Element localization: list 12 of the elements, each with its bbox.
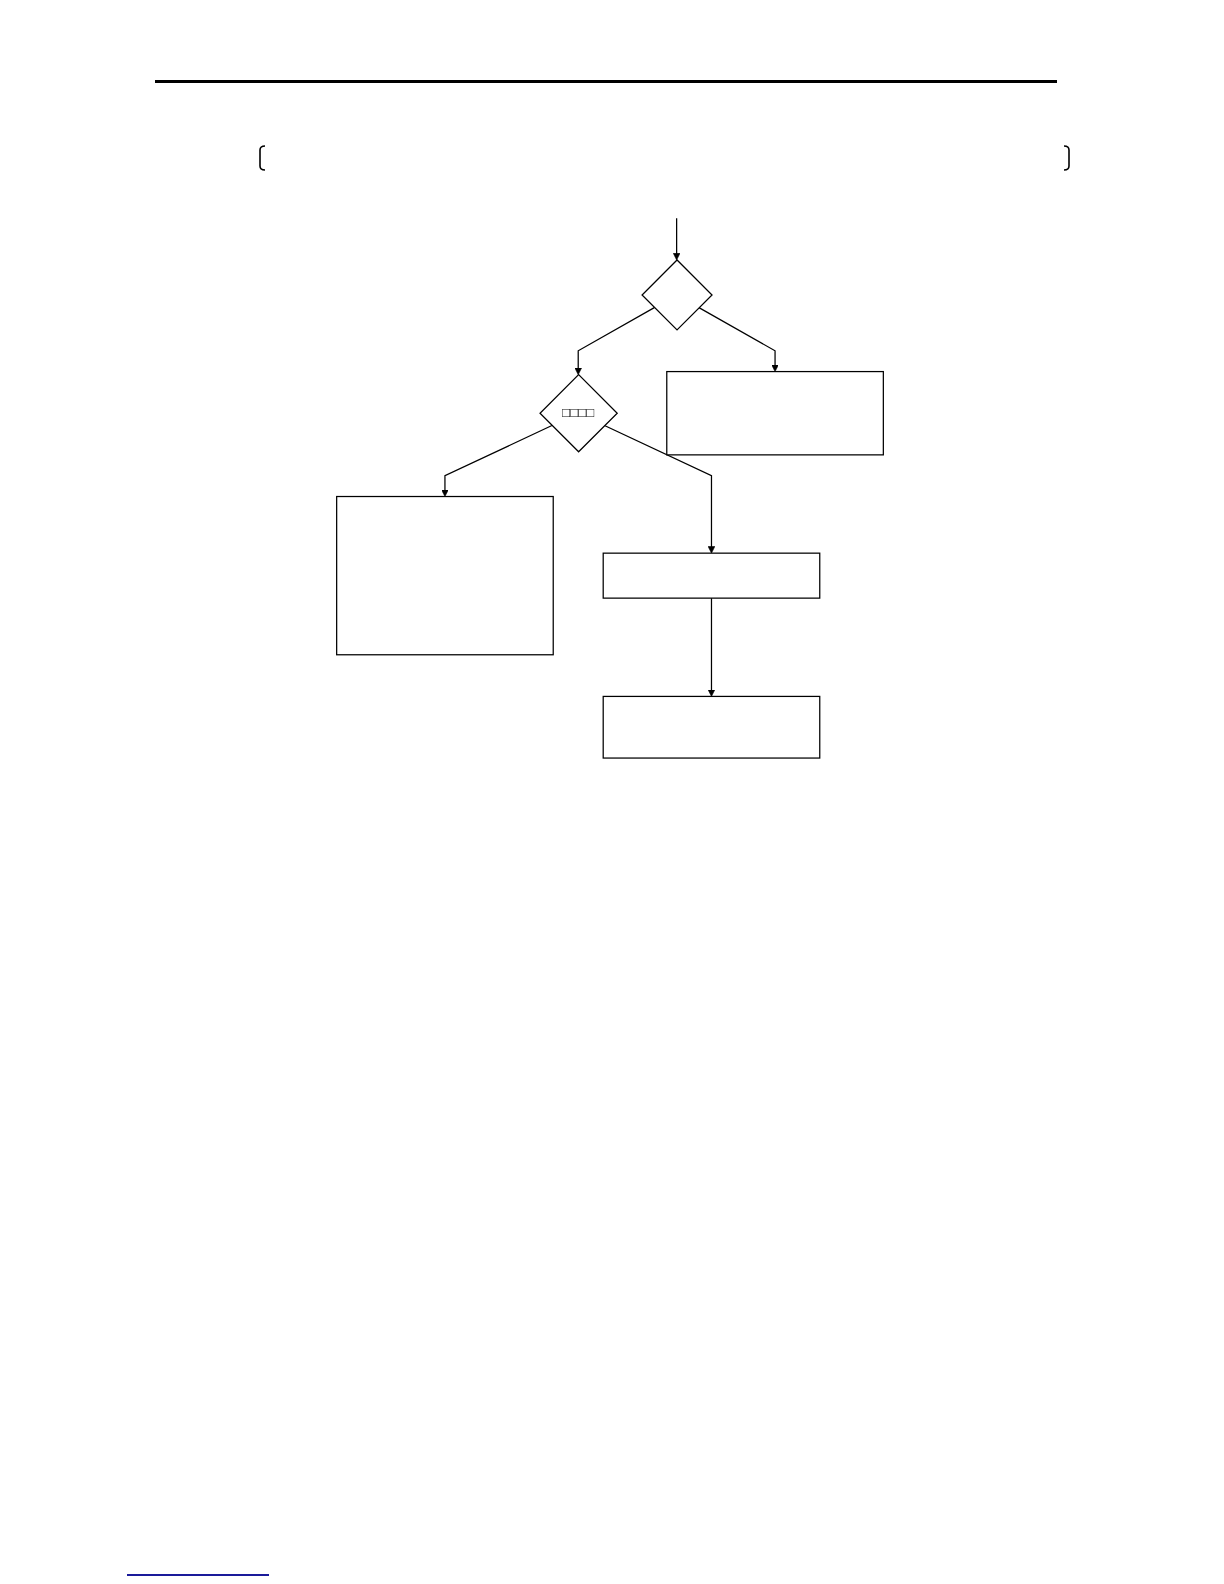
node-box bbox=[336, 495, 554, 656]
node-diamond bbox=[641, 259, 713, 331]
arrow bbox=[574, 306, 655, 375]
node-box bbox=[602, 695, 821, 759]
arrow bbox=[672, 217, 681, 261]
arrow bbox=[603, 424, 716, 554]
arrow bbox=[698, 306, 779, 372]
node-box bbox=[666, 370, 884, 456]
node-box bbox=[602, 552, 821, 599]
node-diamond: □□□□ bbox=[539, 373, 619, 453]
arrow bbox=[441, 424, 553, 497]
arrow bbox=[707, 597, 716, 697]
